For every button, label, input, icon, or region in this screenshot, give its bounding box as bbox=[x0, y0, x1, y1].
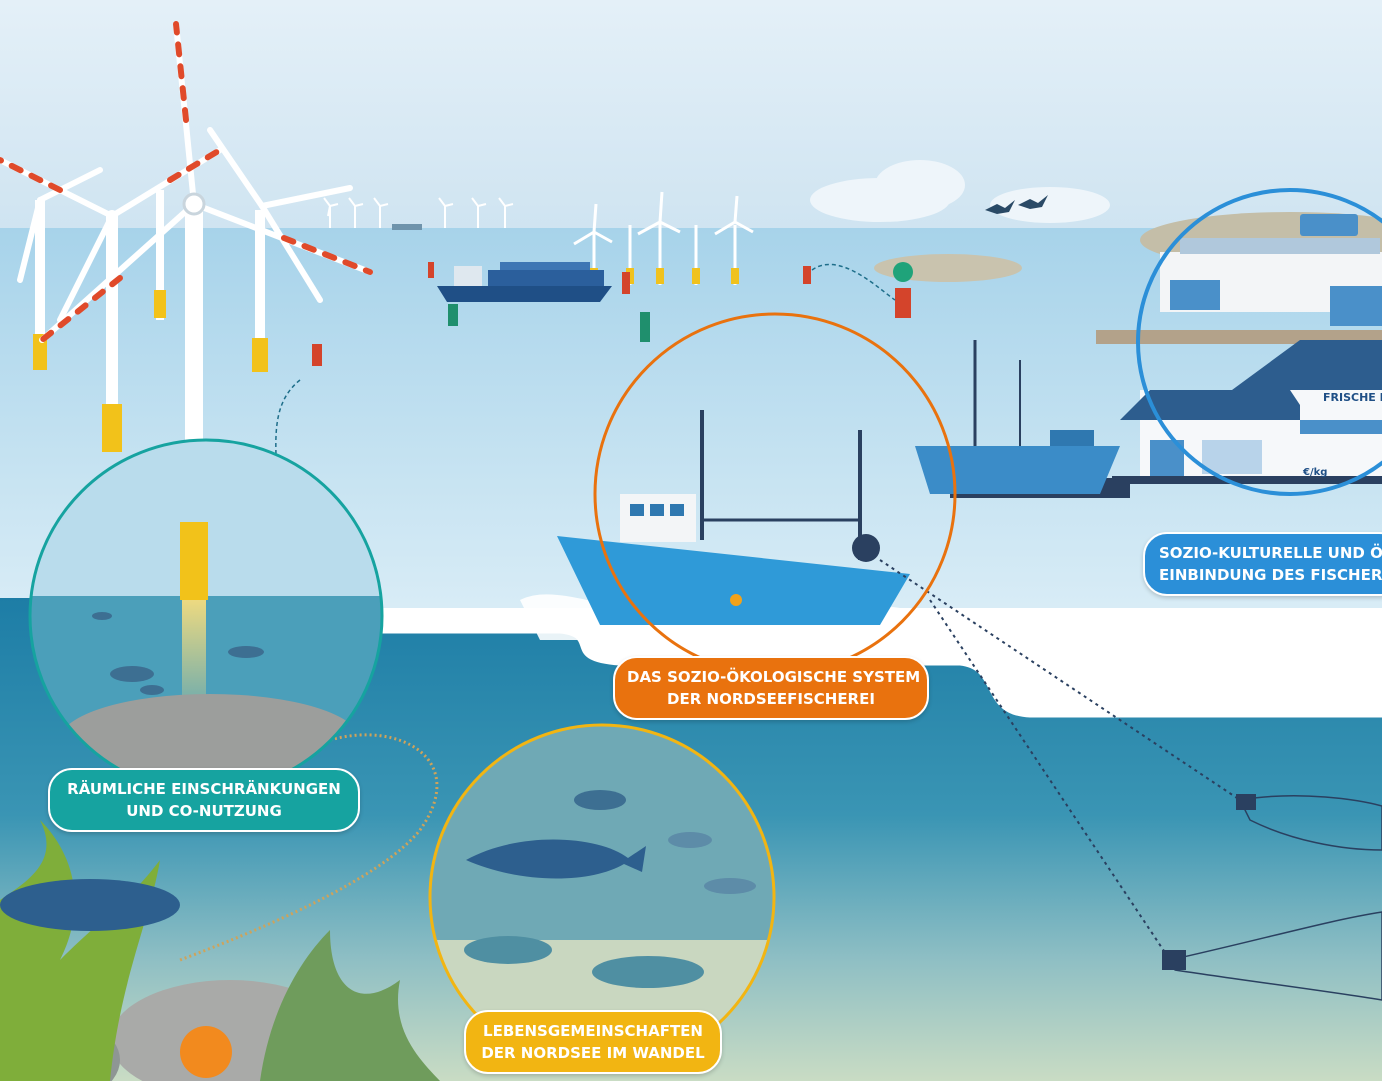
label-sociocultural-line1: SOZIO-KULTURELLE UND ÖK bbox=[1159, 544, 1382, 562]
clouds bbox=[810, 160, 1110, 223]
harbour bbox=[950, 214, 1382, 498]
trawl-warps bbox=[879, 559, 1241, 961]
label-system-line1: DAS SOZIO-ÖKOLOGISCHE SYSTEM bbox=[627, 668, 921, 686]
docked-trawler bbox=[915, 340, 1120, 494]
price-sign: €/kg bbox=[1302, 467, 1327, 478]
label-system-line2: DER NORDSEEFISCHEREI bbox=[667, 690, 875, 708]
buoy-line bbox=[811, 263, 896, 301]
label-communities-line2: DER NORDSEE IM WANDEL bbox=[481, 1044, 705, 1062]
label-communities: LEBENSGEMEINSCHAFTEN DER NORDSEE IM WAND… bbox=[464, 1010, 722, 1074]
distant-ship bbox=[392, 224, 422, 230]
seabed bbox=[0, 820, 440, 1081]
label-sociocultural: SOZIO-KULTURELLE UND ÖK EINBINDUNG DES F… bbox=[1143, 532, 1382, 596]
label-communities-line1: LEBENSGEMEINSCHAFTEN bbox=[483, 1022, 703, 1040]
birds bbox=[985, 195, 1048, 214]
label-sociocultural-line2: EINBINDUNG DES FISCHER bbox=[1159, 566, 1382, 584]
container-ship bbox=[437, 262, 612, 302]
shop-sign: FRISCHE FI bbox=[1323, 391, 1382, 404]
label-spatial-line1: RÄUMLICHE EINSCHRÄNKUNGEN bbox=[67, 780, 341, 798]
label-socio-ecological-system: DAS SOZIO-ÖKOLOGISCHE SYSTEM DER NORDSEE… bbox=[613, 656, 929, 720]
circle-sociocultural-ring bbox=[1136, 188, 1382, 496]
trawl-net bbox=[1162, 794, 1382, 1001]
gill-net-line bbox=[179, 733, 439, 962]
sky bbox=[0, 0, 1382, 232]
label-spatial-line2: UND CO-NUTZUNG bbox=[126, 802, 282, 820]
label-spatial-restrictions: RÄUMLICHE EINSCHRÄNKUNGEN UND CO-NUTZUNG bbox=[48, 768, 360, 832]
distant-wind-farm bbox=[323, 197, 514, 228]
fishing-boat bbox=[520, 410, 910, 640]
navigation-buoys bbox=[312, 262, 913, 366]
